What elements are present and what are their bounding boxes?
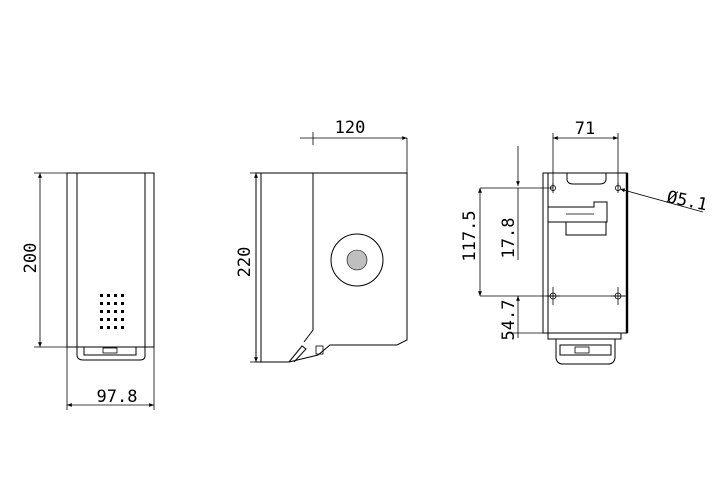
rear-hole-leader [619, 188, 704, 213]
rear-inner-label: 17.8 [499, 218, 519, 259]
rear-width-label: 71 [575, 119, 595, 139]
rear-view: 71 Ø5.1 117.5 17.8 54.7 [460, 119, 709, 365]
front-view: 200 97.8 [21, 172, 155, 410]
side-height-label: 220 [235, 247, 255, 278]
rear-tray-slot [559, 344, 612, 356]
side-bottom-foot [315, 345, 324, 355]
front-tray-tab [102, 347, 118, 354]
front-keypad-grid [100, 294, 124, 329]
side-button-center [346, 249, 368, 271]
front-body-outline [66, 172, 155, 348]
front-tray-slot [83, 346, 137, 356]
side-depth-label: 120 [335, 118, 366, 138]
side-view: 220 120 [235, 118, 408, 363]
rear-top-notch [566, 173, 607, 185]
side-panel-seam [303, 173, 314, 343]
rear-bracket-upper [548, 201, 608, 223]
rear-span-label: 117.5 [460, 210, 480, 261]
side-body-outline [255, 172, 408, 363]
rear-bracket-lower [565, 221, 607, 236]
rear-bottom-label: 54.7 [499, 300, 519, 341]
rear-bottom-tray [555, 339, 616, 365]
front-bottom-tray [76, 347, 146, 361]
rear-hole-label: Ø5.1 [665, 187, 709, 215]
side-bottom-latch [288, 345, 307, 363]
rear-tray-tab [574, 346, 590, 354]
rear-bottom-rail [547, 332, 622, 340]
front-height-label: 200 [21, 243, 41, 274]
side-button-ring [330, 233, 384, 287]
front-width-label: 97.8 [97, 387, 138, 407]
rear-body-outline [542, 172, 628, 334]
